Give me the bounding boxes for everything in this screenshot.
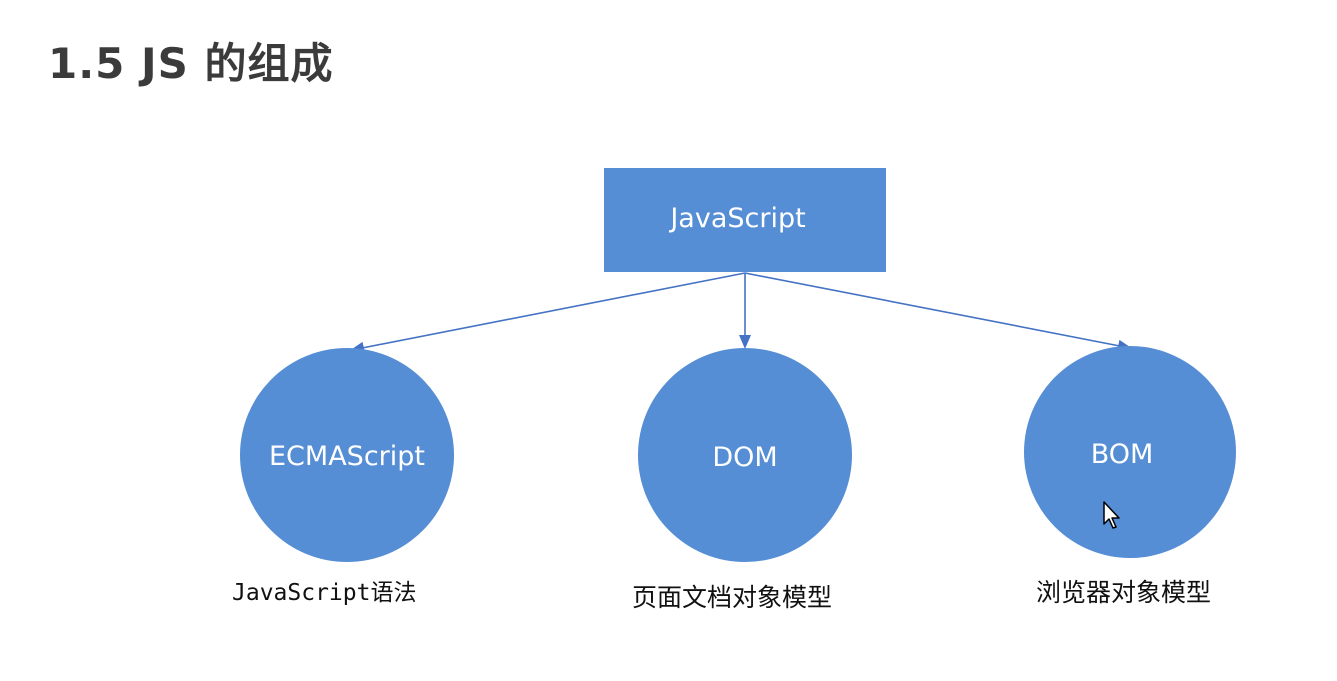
node-dom: DOM [638, 348, 852, 562]
caption-bom: 浏览器对象模型 [1036, 578, 1212, 607]
node-bom: BOM [1024, 346, 1236, 558]
edge-javascript-to-ecmascript [350, 272, 746, 354]
mouse-pointer-icon [1103, 501, 1120, 529]
node-dom-label: DOM [712, 442, 777, 473]
node-ecmascript-circle [240, 348, 454, 562]
node-ecmascript: ECMAScript [240, 348, 454, 562]
caption-ecmascript: JavaScript语法 [232, 580, 417, 606]
node-javascript: JavaScript [604, 168, 886, 272]
node-dom-circle [638, 348, 852, 562]
node-bom-label: BOM [1091, 439, 1154, 470]
caption-dom: 页面文档对象模型 [632, 583, 833, 612]
node-javascript-label: JavaScript [668, 203, 805, 234]
node-bom-circle [1024, 346, 1236, 558]
node-ecmascript-label: ECMAScript [269, 441, 425, 472]
edge-javascript-to-bom [744, 272, 1132, 352]
node-javascript-box [604, 168, 886, 272]
page-title: 1.5 JS 的组成 [48, 39, 334, 88]
